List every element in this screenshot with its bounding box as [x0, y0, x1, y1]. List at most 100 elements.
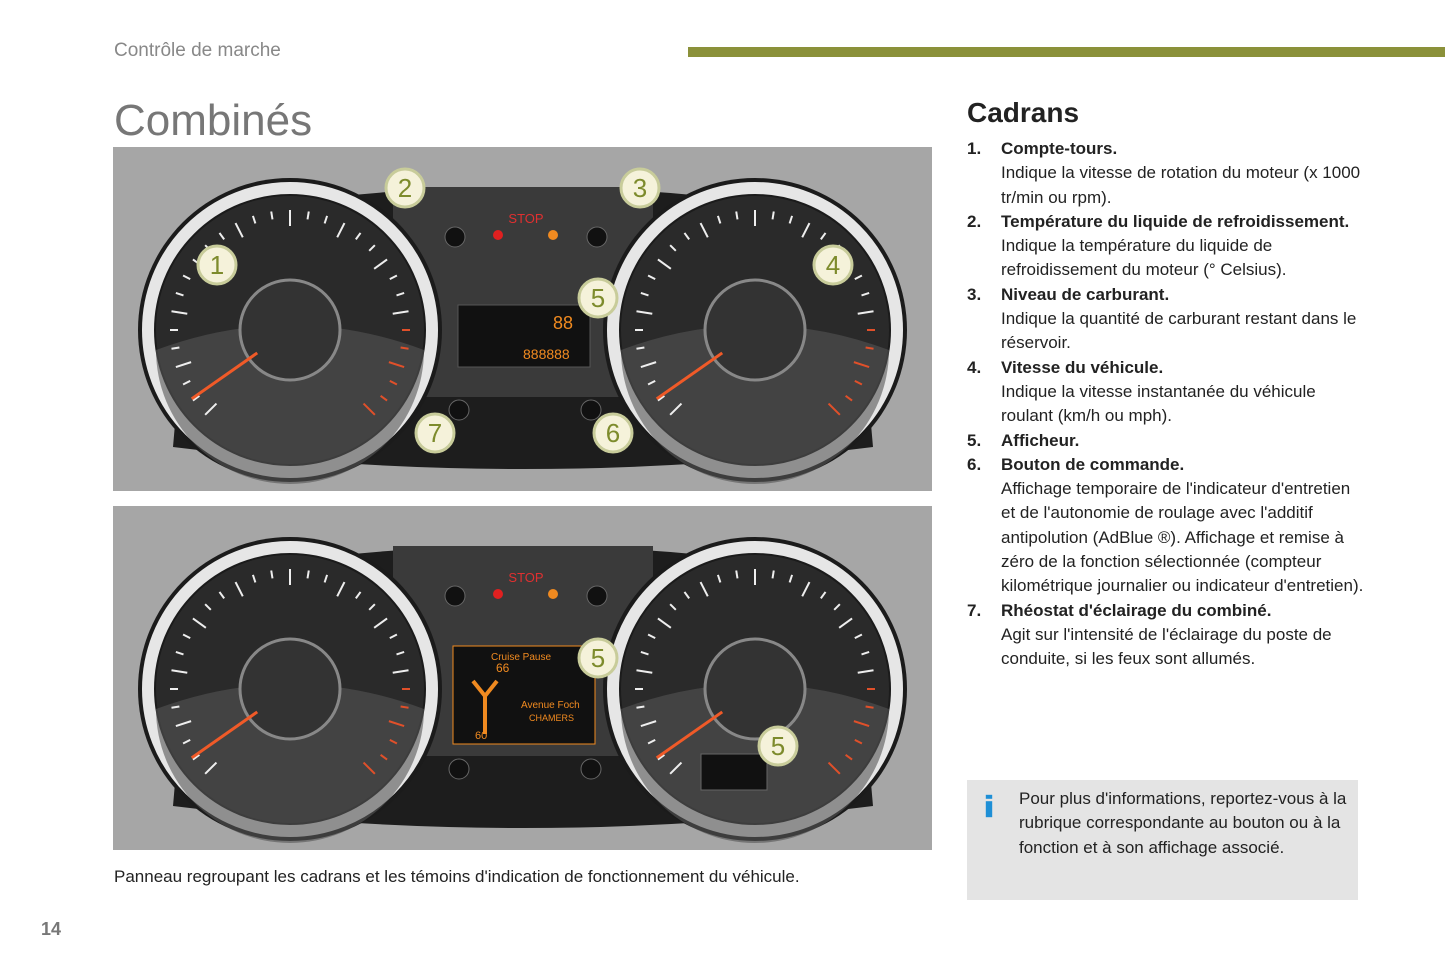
speedometer-tick — [647, 274, 656, 281]
item-title: Température du liquide de refroidissemen… — [1001, 211, 1350, 231]
speedometer-tick — [854, 274, 863, 281]
tachometer-tick — [362, 402, 376, 416]
item-desc: Indique la quantité de carburant restant… — [1001, 309, 1357, 353]
tachometer-tick — [323, 215, 329, 224]
tachometer-tick — [355, 591, 362, 599]
speedometer-tick — [640, 720, 657, 728]
callout-5-number: 5 — [771, 731, 785, 761]
figure-caption: Panneau regroupant les cadrans et les té… — [114, 867, 800, 886]
tachometer-tick — [389, 738, 398, 745]
speedometer-tick — [640, 650, 649, 656]
speedometer-tick — [647, 738, 656, 745]
speedometer-tick — [669, 402, 683, 416]
speedometer-tick — [657, 617, 672, 629]
speedometer-tick — [771, 211, 775, 220]
speedometer-tick — [820, 232, 827, 240]
speedometer-tick — [640, 361, 657, 369]
tachometer-tick — [388, 361, 405, 369]
speedometer-tick — [788, 215, 794, 224]
speedometer-tick — [640, 291, 649, 297]
list-item: 6.Bouton de commande.Affichage temporair… — [967, 453, 1367, 599]
tachometer-tick — [336, 581, 346, 597]
tachometer-tick — [182, 379, 191, 386]
item-number: 2. — [967, 211, 982, 231]
tachometer-tick — [175, 650, 184, 656]
navigation-display — [452, 645, 596, 745]
speedometer-tick — [647, 379, 656, 386]
speedometer-center — [703, 278, 807, 382]
cadrans-heading: Cadrans — [967, 97, 1080, 128]
tachometer-tick — [218, 591, 225, 599]
cadrans-list: 1.Compte-tours.Indique la vitesse de rot… — [967, 137, 1367, 672]
item-number: 6. — [967, 454, 982, 474]
tachometer-tick — [368, 244, 376, 252]
speedometer-tick — [683, 591, 690, 599]
speedometer-tick — [857, 669, 874, 674]
callout-3 — [619, 167, 661, 209]
tachometer-needle — [190, 351, 259, 401]
tachometer-tick — [362, 761, 376, 775]
speedometer-tick — [861, 291, 870, 297]
list-item: 1.Compte-tours.Indique la vitesse de rot… — [967, 137, 1367, 210]
callout-1-number: 1 — [210, 250, 224, 280]
info-text: Pour plus d'informations, reportez-vous … — [1019, 789, 1347, 857]
tachometer-tick — [192, 395, 200, 402]
nav-city: CHAMERS — [529, 713, 574, 723]
tachometer-tick — [389, 274, 398, 281]
tachometer-tick — [270, 211, 274, 220]
list-item: 3.Niveau de carburant.Indique la quantit… — [967, 283, 1367, 356]
nav-street: Avenue Foch — [521, 700, 580, 711]
tachometer-tick — [389, 633, 398, 640]
speedometer-tick — [854, 633, 863, 640]
tachometer-tick — [192, 617, 207, 629]
speedometer-tick — [853, 720, 870, 728]
tachometer-tick — [171, 669, 188, 674]
speedometer-tick — [771, 570, 775, 579]
speedometer-tick — [788, 574, 794, 583]
speedometer-tick — [636, 310, 653, 315]
tachometer-tick — [306, 211, 310, 220]
speedometer-tick — [854, 379, 863, 386]
tachometer-tick — [323, 574, 329, 583]
item-desc: Agit sur l'intensité de l'éclairage du p… — [1001, 624, 1332, 669]
speedometer-tick — [699, 581, 709, 597]
speedometer-tick — [861, 650, 870, 656]
tachometer-tick — [389, 379, 398, 386]
page-title: Combinés — [114, 96, 313, 145]
speedometer-tick — [716, 574, 722, 583]
callout-5-number: 5 — [591, 643, 605, 673]
callout-6 — [592, 412, 634, 454]
tachometer-tick — [175, 361, 192, 369]
warning-light-orange — [548, 589, 558, 599]
callout-5 — [577, 277, 619, 319]
tachometer-tick — [171, 310, 188, 315]
callout-2 — [384, 167, 426, 209]
item-title: Rhéostat d'éclairage du combiné. — [1001, 600, 1272, 620]
callout-5 — [757, 725, 799, 767]
tachometer-tick — [218, 232, 225, 240]
item-title: Bouton de commande. — [1001, 454, 1185, 474]
item-desc: Indique la vitesse instantanée du véhicu… — [1001, 381, 1316, 426]
tachometer-tick — [182, 274, 191, 281]
tachometer-tick — [355, 232, 362, 240]
tachometer-tick — [204, 402, 218, 416]
item-number: 1. — [967, 139, 982, 158]
temp-gauge-pivot — [444, 226, 466, 248]
speedometer-tick — [669, 244, 677, 252]
tachometer-tick — [368, 603, 376, 611]
speedometer-tick — [827, 402, 841, 416]
speedometer-tick — [801, 581, 811, 597]
display-digits: 88 — [553, 313, 573, 333]
section-title: Contrôle de marche — [114, 40, 281, 61]
item-number: 3. — [967, 284, 982, 304]
temp-gauge-pivot — [444, 585, 466, 607]
tachometer-tick — [392, 310, 409, 315]
rheostat-knob — [448, 758, 470, 780]
callout-6-number: 6 — [606, 418, 620, 448]
tachometer-glare — [156, 325, 424, 484]
callout-1 — [196, 244, 238, 286]
callout-4-number: 4 — [826, 250, 840, 280]
speedometer-tick — [801, 222, 811, 238]
nav-arrow-icon — [471, 679, 499, 734]
tachometer-tick — [234, 581, 244, 597]
